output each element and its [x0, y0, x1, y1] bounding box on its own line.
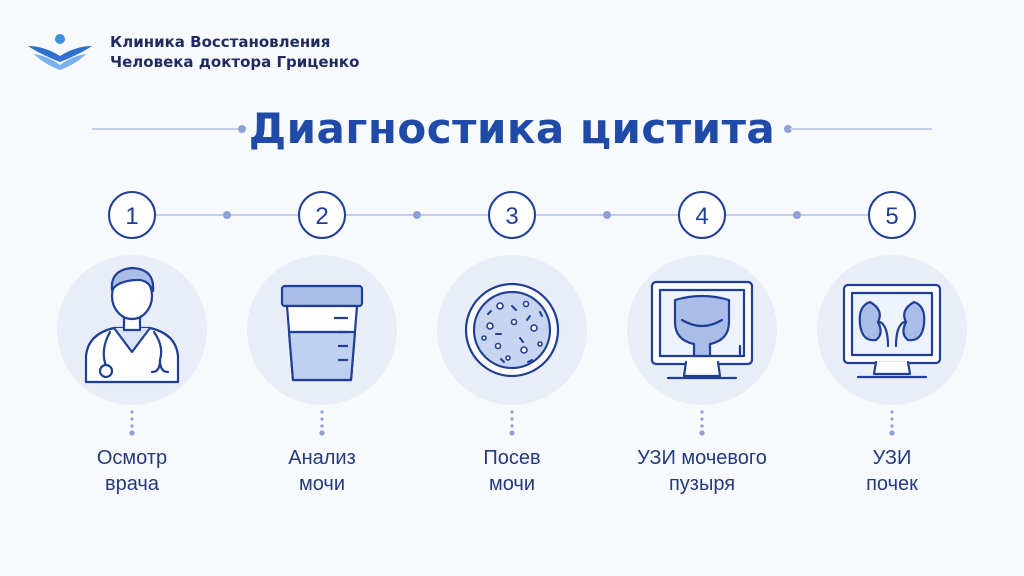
- step-5-label: УЗИ почек: [797, 445, 987, 497]
- step-number: 3: [505, 203, 518, 230]
- title-divider-left: [92, 128, 242, 130]
- step-label-line1: УЗИ мочевого: [637, 447, 767, 469]
- kidney-ultrasound-icon: [842, 283, 942, 379]
- doctor-icon: [84, 266, 180, 384]
- clinic-name: Клиника Восстановления Человека доктора …: [110, 32, 359, 72]
- bladder-ultrasound-icon: [650, 280, 754, 380]
- step-2-label: Анализ мочи: [227, 445, 417, 497]
- title-divider-right: [790, 128, 932, 130]
- step-3-label: Посев мочи: [417, 445, 607, 497]
- step-label-line1: Осмотр: [96, 447, 168, 469]
- step-number-circle: [678, 191, 726, 239]
- step-2: 2: [247, 191, 397, 405]
- step-4: 4: [627, 191, 777, 405]
- title-dot-left: [238, 125, 246, 133]
- step-label-line2: мочи: [488, 473, 536, 495]
- clinic-name-line2: Человека доктора Гриценко: [110, 53, 360, 71]
- connector-dots: [223, 211, 801, 219]
- step-1: 1: [57, 191, 207, 405]
- step-number: 1: [125, 203, 138, 230]
- clinic-name-line1: Клиника Восстановления: [110, 33, 331, 51]
- step-label-line2: пузыря: [668, 473, 736, 495]
- step-1-label: Осмотр врача: [37, 445, 227, 497]
- page-title: Диагностика цистита: [248, 104, 776, 153]
- step-number: 4: [695, 203, 708, 230]
- step-label-line2: мочи: [298, 473, 346, 495]
- step-4-label: УЗИ мочевого пузыря: [607, 445, 797, 497]
- step-number-circle: [488, 191, 536, 239]
- urine-container-icon: [280, 284, 364, 382]
- step-number-circle: [868, 191, 916, 239]
- step-label-line2: врача: [105, 473, 159, 495]
- step-number-circle: [298, 191, 346, 239]
- step-number-circle: [108, 191, 156, 239]
- step-number: 2: [315, 203, 328, 230]
- title-dot-right: [784, 125, 792, 133]
- label-connectors: [129, 410, 895, 436]
- step-label-line1: Посев: [483, 447, 541, 469]
- step-number: 5: [885, 203, 898, 230]
- step-5: 5: [817, 191, 967, 405]
- petri-dish-icon: [464, 282, 560, 378]
- clinic-logo-icon: [28, 34, 92, 70]
- step-label-line1: УЗИ: [872, 447, 912, 469]
- step-label-line2: почек: [866, 473, 918, 495]
- step-3: 3: [437, 191, 587, 405]
- step-label-line1: Анализ: [288, 447, 356, 469]
